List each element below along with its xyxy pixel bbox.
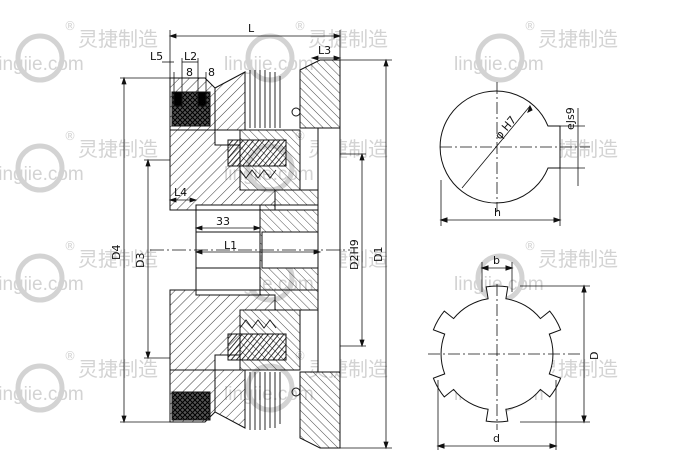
label-8-b: 8 — [208, 66, 215, 79]
label-D1: D1 — [372, 247, 385, 262]
watermark-registered-mark: ® — [64, 239, 76, 253]
label-33: 33 — [216, 215, 230, 228]
label-L4: L4 — [174, 186, 187, 199]
watermark-registered-mark: ® — [294, 19, 306, 33]
watermark-brand: 灵捷制造 — [538, 27, 618, 51]
watermark-logo-icon — [15, 363, 65, 413]
watermark-url: lingjie.com — [0, 274, 84, 295]
keyed-bore-view — [439, 82, 590, 226]
watermark-url: lingjie.com — [224, 54, 314, 75]
label-b: b — [493, 254, 500, 267]
watermark-brand: 灵捷制造 — [308, 27, 388, 51]
watermark-registered-mark: ® — [524, 19, 536, 33]
watermark-logo-icon — [15, 143, 65, 193]
watermark-brand: 灵捷制造 — [78, 247, 158, 271]
label-8-a: 8 — [186, 66, 193, 79]
watermark-logo-icon — [475, 33, 525, 83]
watermark-url: lingjie.com — [0, 384, 84, 405]
watermark-url: lingjie.com — [454, 54, 544, 75]
label-L3: L3 — [318, 44, 331, 57]
watermark-url: lingjie.com — [454, 274, 544, 295]
watermark-brand: 灵捷制造 — [538, 247, 618, 271]
watermark-url: lingjie.com — [224, 384, 314, 405]
label-L5: L5 — [150, 50, 163, 63]
label-D: D — [588, 352, 601, 360]
watermark-brand: 灵捷制造 — [78, 357, 158, 381]
dimension-labels: L L3 L2 L5 8 8 L4 33 L1 D4 D3 D2H9 D1 φ … — [110, 22, 601, 445]
watermark-url: lingjie.com — [0, 164, 84, 185]
spline-bore-view — [428, 262, 590, 450]
watermark-tile: 灵捷制造® lingjie.com — [0, 129, 158, 193]
watermark-registered-mark: ® — [524, 239, 536, 253]
clutch-section-view — [150, 59, 350, 449]
label-d: d — [493, 432, 500, 445]
watermark-tile: 灵捷制造® lingjie.com — [0, 349, 158, 413]
label-L: L — [248, 22, 255, 35]
watermark-logo-icon — [15, 253, 65, 303]
watermark-registered-mark: ® — [64, 19, 76, 33]
label-h: h — [494, 206, 501, 219]
watermark-tile: 灵捷制造® lingjie.com — [454, 19, 618, 83]
label-L1: L1 — [224, 239, 237, 252]
watermark-url: lingjie.com — [0, 54, 84, 75]
watermark-tile: 灵捷制造® lingjie.com — [0, 19, 158, 83]
watermark-tile: 灵捷制造® lingjie.com — [0, 239, 158, 303]
label-e-js9: eJs9 — [564, 107, 577, 130]
label-D4: D4 — [110, 245, 123, 260]
watermark-tile: 灵捷制造® lingjie.com — [224, 19, 388, 83]
watermark-logo-icon — [15, 33, 65, 83]
watermark-registered-mark: ® — [64, 349, 76, 363]
label-L2: L2 — [184, 50, 197, 63]
watermark-brand: 灵捷制造 — [78, 137, 158, 161]
watermark-tile: 灵捷制造® lingjie.com — [454, 239, 618, 303]
label-D3: D3 — [134, 253, 147, 268]
watermark-brand: 灵捷制造 — [78, 27, 158, 51]
watermark-registered-mark: ® — [64, 129, 76, 143]
dimension-lines — [120, 30, 392, 450]
label-D2H9: D2H9 — [348, 239, 361, 270]
